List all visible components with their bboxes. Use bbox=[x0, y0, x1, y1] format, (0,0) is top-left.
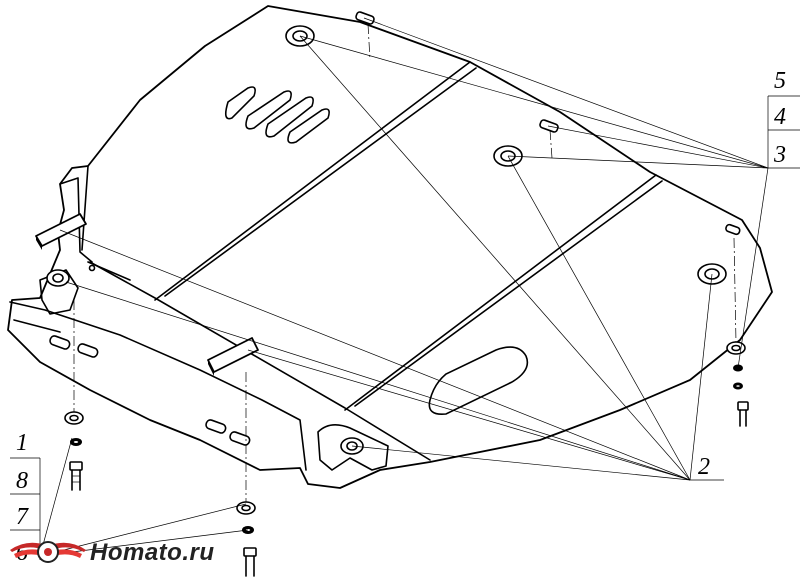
callout-group-right: 5 4 3 bbox=[767, 68, 800, 169]
mounting-tabs bbox=[35, 213, 259, 376]
callout-2: 2 bbox=[698, 454, 710, 480]
winged-emblem-icon bbox=[10, 541, 86, 563]
skid-plate-body bbox=[7, 5, 773, 489]
callout-5: 5 bbox=[774, 68, 786, 94]
logo-wordmark: Homato.ru bbox=[90, 539, 215, 566]
callout-group-left: 1 8 7 6 bbox=[10, 430, 41, 566]
assembly-axis-lines bbox=[73, 23, 737, 502]
callout-7: 7 bbox=[16, 504, 29, 530]
callout-4: 4 bbox=[774, 104, 786, 130]
leader-lines bbox=[39, 17, 769, 557]
plate-mount-points bbox=[39, 11, 741, 471]
homato-logo: Homato.ru bbox=[10, 539, 215, 566]
callout-8: 8 bbox=[16, 468, 28, 494]
callout-3: 3 bbox=[773, 142, 786, 168]
callout-1: 1 bbox=[16, 430, 28, 456]
callout-group-bottom-right: 2 bbox=[690, 454, 724, 481]
front-lip-holes bbox=[49, 264, 251, 446]
fastener-stack-right bbox=[726, 341, 749, 427]
vent-slots bbox=[224, 86, 330, 144]
drain-hole bbox=[428, 346, 529, 416]
fastener-stack-left bbox=[64, 411, 84, 491]
